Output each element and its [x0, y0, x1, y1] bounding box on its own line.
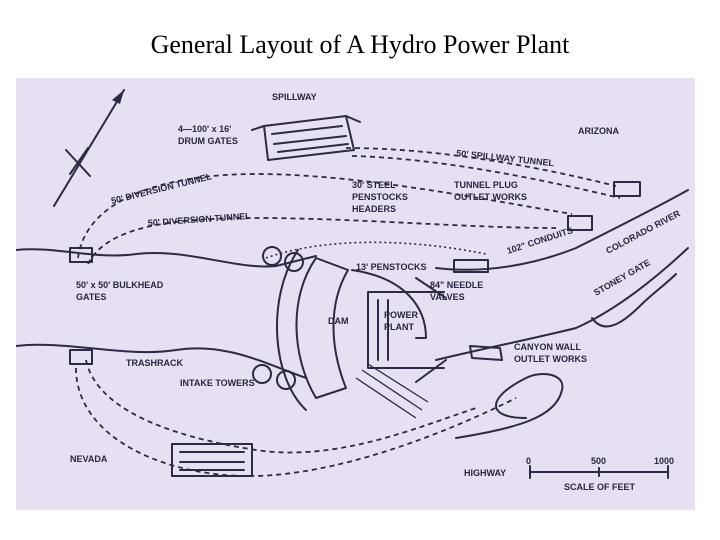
label-scale-feet: SCALE OF FEET: [564, 482, 636, 492]
lower-spillway-structure: [171, 443, 253, 477]
hydro-plant-layout-diagram: SPILLWAY 4—100' x 16' DRUM GATES ARIZONA…: [16, 78, 695, 510]
label-spillway: SPILLWAY: [272, 92, 317, 102]
river-downstream-lower: [435, 247, 689, 361]
diagram-background: [16, 78, 695, 510]
highway-road: [455, 373, 564, 439]
spillway-structure: [251, 115, 361, 161]
north-arrow-icon: [53, 89, 125, 207]
label-canyon-wall-2: OUTLET WORKS: [514, 354, 587, 364]
label-tunnel-plug-1: TUNNEL PLUG: [454, 180, 518, 190]
diversion-tunnel-inner: [87, 217, 557, 265]
label-bulkhead-2: GATES: [76, 292, 106, 302]
label-needle-valves-1: 84" NEEDLE: [430, 280, 483, 290]
label-nevada: NEVADA: [70, 454, 108, 464]
label-tunnel-plug-2: OUTLET WORKS: [454, 192, 527, 202]
bulkhead-gates-block: [69, 247, 93, 263]
slide-title: General Layout of A Hydro Power Plant: [150, 30, 570, 59]
power-plant-structure: [355, 277, 447, 419]
river-lower-bank: [16, 343, 307, 379]
label-steel-penstocks-3: HEADERS: [352, 204, 396, 214]
trashrack-block: [69, 349, 93, 365]
river-upper-bank: [16, 248, 317, 268]
label-drum-gates-2: DRUM GATES: [178, 136, 238, 146]
label-drum-gates-1: 4—100' x 16': [178, 124, 231, 134]
label-highway: HIGHWAY: [464, 468, 506, 478]
label-needle-valves-2: VALVES: [430, 292, 465, 302]
stoney-gate-channel: [591, 273, 677, 328]
diversion-tunnel-outer: [77, 173, 573, 259]
label-scale-0: 0: [526, 456, 531, 466]
label-power-plant-2: PLANT: [384, 322, 414, 332]
label-dam: DAM: [328, 316, 349, 326]
penstock-header-line: [265, 241, 487, 259]
scale-bar: [529, 465, 669, 479]
label-scale-500: 500: [591, 456, 606, 466]
tunnel-outlet-arizona: [613, 181, 641, 197]
label-steel-penstocks-2: PENSTOCKS: [352, 192, 408, 202]
label-power-plant-1: POWER: [384, 310, 419, 320]
diversion-tunnel-lower-2: [75, 367, 517, 477]
label-arizona: ARIZONA: [578, 126, 619, 136]
spillway-tunnel-line-2: [351, 155, 621, 199]
label-bulkhead-1: 50' x 50' BULKHEAD: [76, 280, 164, 290]
label-canyon-wall-1: CANYON WALL: [514, 342, 581, 352]
spillway-tunnel-line: [345, 147, 617, 187]
tunnel-outlet-upper: [567, 215, 593, 231]
label-intake-towers: INTAKE TOWERS: [180, 378, 255, 388]
label-steel-penstocks-1: 30' STEEL: [352, 180, 396, 190]
label-trashrack: TRASHRACK: [126, 358, 183, 368]
label-scale-1000: 1000: [654, 456, 674, 466]
intake-towers: [252, 246, 304, 390]
label-13-penstocks: 13' PENSTOCKS: [356, 262, 427, 272]
river-downstream-upper: [435, 189, 689, 271]
needle-valves-block: [453, 259, 489, 273]
diversion-tunnel-lower: [85, 359, 477, 454]
canyon-wall-outlet: [469, 345, 503, 361]
